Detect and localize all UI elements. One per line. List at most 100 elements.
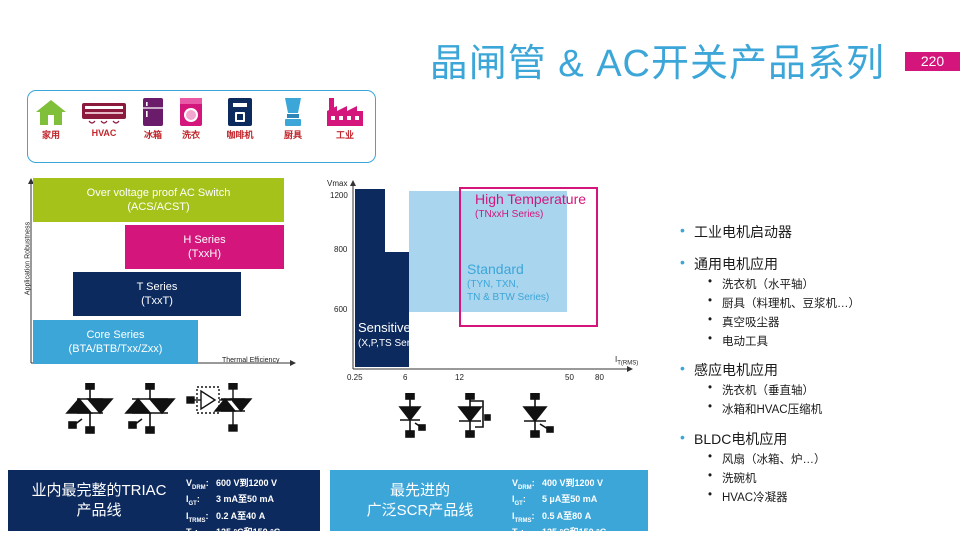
x-tick-label: 80 bbox=[595, 373, 604, 382]
spec-key: I bbox=[512, 494, 515, 505]
bar-label: T Series bbox=[136, 281, 178, 293]
spec-value: 125 °C和150 °C bbox=[216, 526, 281, 537]
triac-chart: Application Robustness Thermal Efficienc… bbox=[8, 175, 298, 375]
x-tick-label: 12 bbox=[455, 373, 464, 382]
list-subitem: 洗碗机 bbox=[708, 470, 756, 486]
scr-symbols bbox=[398, 393, 554, 438]
standard-sub: TN & BTW Series) bbox=[467, 292, 550, 303]
spec-key: V bbox=[512, 478, 519, 488]
y-axis-label: Vmax bbox=[327, 179, 348, 188]
standard-title: Standard bbox=[467, 261, 524, 277]
list-item: 感应电机应用 bbox=[680, 360, 778, 380]
list-subitem: 洗衣机（水平轴） bbox=[708, 276, 814, 292]
bar-sublabel: (ACS/ACST) bbox=[127, 201, 190, 213]
bar-label: Core Series bbox=[86, 329, 145, 341]
x-tick-label: 6 bbox=[403, 373, 408, 382]
blender-icon bbox=[285, 98, 301, 126]
spec-value: 125 °C和150 °C bbox=[542, 526, 607, 537]
bar-sublabel: (TxxT) bbox=[141, 295, 173, 307]
spec-key: I bbox=[512, 510, 515, 521]
y-tick-label: 600 bbox=[334, 305, 348, 314]
spec-key: I bbox=[186, 494, 189, 505]
x-axis-label-sub: T(RMS) bbox=[617, 360, 639, 367]
house-icon bbox=[36, 100, 66, 125]
region-standard bbox=[409, 191, 567, 312]
spec-row: VDRM:600 V到1200 V bbox=[186, 478, 280, 494]
spec-row: IGT:5 µA至50 mA bbox=[512, 494, 606, 510]
app-kitchen: 厨具 bbox=[270, 97, 316, 141]
bar-sublabel: (BTA/BTB/Txx/Zxx) bbox=[68, 343, 163, 355]
y-tick-label: 1200 bbox=[330, 191, 348, 200]
list-item: 工业电机启动器 bbox=[680, 222, 792, 242]
spec-key: T bbox=[186, 526, 192, 537]
standard-sub: (TYN, TXN, bbox=[467, 279, 519, 290]
region-high-temperature bbox=[459, 187, 598, 327]
application-icons-panel: 家用 HVAC 冰箱 洗衣 咖啡机 厨具 工业 bbox=[27, 90, 376, 163]
app-label: HVAC bbox=[91, 128, 117, 138]
spec-key: V bbox=[186, 478, 193, 488]
triac-heading-line1: 业内最完整的TRIAC bbox=[31, 482, 167, 499]
app-label: 工业 bbox=[335, 130, 354, 140]
triac-summary-box: 业内最完整的TRIAC 产品线 VDRM:600 V到1200 V IGT:3 … bbox=[8, 470, 320, 540]
bar-acs: Over voltage proof AC Switch (ACS/ACST) bbox=[33, 178, 284, 222]
bar-core-series: Core Series (BTA/BTB/Txx/Zxx) bbox=[33, 320, 198, 364]
list-item: BLDC电机应用 bbox=[680, 429, 787, 449]
app-washing: 洗衣 bbox=[168, 97, 214, 141]
bar-label: Over voltage proof AC Switch bbox=[86, 187, 231, 199]
fridge-icon bbox=[143, 98, 163, 126]
app-label: 冰箱 bbox=[143, 130, 162, 140]
x-axis-label: Thermal Efficiency bbox=[222, 357, 280, 364]
sensitive-title: Sensitive Gate bbox=[358, 320, 443, 335]
list-subitem: 厨具（料理机、豆浆机…） bbox=[708, 295, 860, 311]
sensitive-sub: (X,P,TS Series) bbox=[358, 338, 427, 349]
scr-chart-axes bbox=[350, 180, 633, 372]
page-number-badge: 220 bbox=[905, 52, 960, 71]
spec-value: 0.5 A至80 A bbox=[542, 510, 592, 521]
spec-row: IGT:3 mA至50 mA bbox=[186, 494, 280, 510]
spec-key: T bbox=[512, 526, 518, 537]
page-title: 晶闸管 & AC开关产品系列 bbox=[429, 43, 885, 85]
washing-machine-icon bbox=[180, 98, 202, 126]
list-subitem: HVAC冷凝器 bbox=[708, 489, 788, 505]
spec-row: ITRMS:0.5 A至80 A bbox=[512, 511, 606, 527]
spec-key-sub: DRM bbox=[518, 484, 532, 491]
spec-value: 600 V到1200 V bbox=[216, 478, 278, 488]
triac-heading-line2: 产品线 bbox=[76, 502, 122, 519]
spec-value: 0.2 A至40 A bbox=[216, 510, 266, 521]
acs-switch-icon bbox=[186, 383, 253, 432]
x-axis-label-main: I bbox=[615, 355, 618, 364]
high-temp-title: High Temperature bbox=[475, 191, 587, 207]
bar-h-series: H Series (TxxH) bbox=[125, 225, 284, 269]
app-home: 家用 bbox=[28, 97, 74, 141]
scr-heading: 最先进的 广泛SCR产品线 bbox=[340, 481, 500, 521]
spec-row: TJ:125 °C和150 °C bbox=[512, 527, 606, 543]
spec-key-sub: J bbox=[191, 533, 195, 540]
scr-standard-icon bbox=[522, 393, 554, 438]
spec-row: TJ:125 °C和150 °C bbox=[186, 527, 280, 543]
y-tick-label: 800 bbox=[334, 245, 348, 254]
scr-heading-line2: 广泛SCR产品线 bbox=[366, 502, 474, 519]
spec-key-sub: TRMS bbox=[514, 517, 532, 524]
bar-sublabel: (TxxH) bbox=[188, 248, 221, 260]
list-subitem: 真空吸尘器 bbox=[708, 314, 779, 330]
factory-icon bbox=[327, 98, 363, 126]
bar-label: H Series bbox=[183, 234, 226, 246]
scr-heading-line1: 最先进的 bbox=[389, 482, 450, 499]
spec-value: 5 µA至50 mA bbox=[542, 494, 598, 505]
air-conditioner-icon bbox=[82, 103, 126, 124]
list-subitem: 冰箱和HVAC压缩机 bbox=[708, 401, 822, 417]
high-temp-sub: (TNxxH Series) bbox=[475, 209, 544, 220]
x-axis-label: IT(RMS) bbox=[615, 355, 638, 367]
app-coffee: 咖啡机 bbox=[215, 97, 265, 141]
region-sensitive-gate bbox=[355, 189, 409, 367]
app-label: 洗衣 bbox=[181, 130, 200, 140]
app-label: 厨具 bbox=[283, 130, 302, 140]
spec-key-sub: J bbox=[517, 533, 521, 540]
scr-summary-box: 最先进的 广泛SCR产品线 VDRM:400 V到1200 V IGT:5 µA… bbox=[330, 470, 648, 540]
triac-heading: 业内最完整的TRIAC 产品线 bbox=[14, 481, 184, 521]
app-hvac: HVAC bbox=[78, 97, 130, 138]
app-industry: 工业 bbox=[320, 97, 370, 141]
triac-symbol-icon bbox=[65, 383, 114, 434]
y-axis-label: Application Robustness bbox=[24, 221, 32, 296]
app-label: 家用 bbox=[41, 130, 60, 140]
